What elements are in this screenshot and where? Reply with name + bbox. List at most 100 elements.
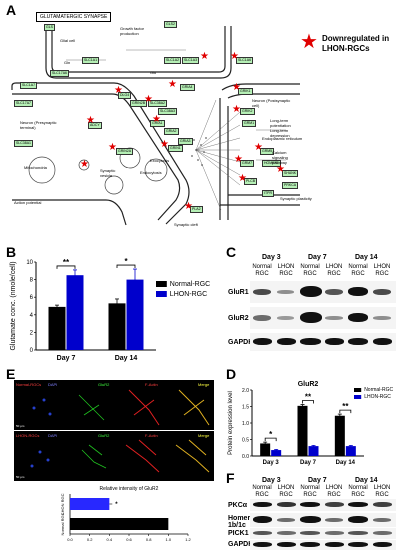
gene-box[interactable]: PLA2 <box>190 206 203 213</box>
diagram-label: Action potential <box>14 200 42 205</box>
gene-box[interactable]: GRM1 <box>242 120 257 127</box>
diagram-label: Exocytosis <box>150 158 170 163</box>
blot-row-label: GAPDH <box>228 541 254 548</box>
diagram-label: Synaptic cleft <box>174 222 198 227</box>
category-label: LHON RGC <box>60 493 65 514</box>
diagram-label: Long-term potentiation <box>270 118 291 128</box>
downregulated-star-icon: ★ <box>80 159 89 170</box>
blot-strip-glur1 <box>250 281 396 303</box>
gene-box[interactable]: PLCB <box>244 178 258 185</box>
gene-box[interactable]: SLC17A7 <box>14 100 33 107</box>
gene-box[interactable]: SHANK <box>282 170 299 177</box>
gene-box[interactable]: DLG4 <box>118 92 132 99</box>
panel-letter-e: E <box>6 366 16 382</box>
x-tick-label: 1.0 <box>166 537 172 542</box>
downregulated-star-icon: ★ <box>152 114 161 125</box>
bar <box>334 415 345 456</box>
y-tick-label: 10 <box>26 260 33 266</box>
downregulated-star-icon: ★ <box>254 142 263 153</box>
gene-box[interactable]: SLC38A2 <box>148 100 167 107</box>
category-label: Day 7 <box>300 460 317 466</box>
micrograph-lhon-factin <box>114 431 164 481</box>
day-header: Day 14 <box>355 254 378 261</box>
lane-header: LHON RGC <box>277 264 295 277</box>
micrograph-lhon-merge <box>164 431 214 481</box>
blot-strip-glur2 <box>250 307 396 329</box>
gene-box[interactable]: GRM7 <box>240 160 255 167</box>
gene-box[interactable]: GRIN1 <box>168 145 183 152</box>
y-tick-label: 2 <box>30 330 34 336</box>
gene-box[interactable]: GLS2 <box>164 21 177 28</box>
gene-box[interactable]: PRKCA <box>282 182 299 189</box>
gene-box[interactable]: GLS <box>44 24 56 31</box>
bar <box>345 446 356 456</box>
gene-box[interactable]: SLC1A3 <box>182 57 200 64</box>
gene-box[interactable]: GRIN2A <box>116 148 134 155</box>
bar <box>70 518 169 530</box>
legend-label: LHON-RGC <box>364 394 391 400</box>
gene-box[interactable]: GRIA4 <box>180 84 195 91</box>
scale-bar-label: 50 μm <box>16 475 25 479</box>
gene-box[interactable]: GRIA2 <box>164 128 179 135</box>
micrograph-normal-dapi <box>14 380 64 430</box>
column-label: F-Actin <box>145 433 158 438</box>
significance-marker: ** <box>305 393 312 402</box>
significance-bracket <box>56 265 76 269</box>
row-label-normal: Normal-RGCs <box>16 382 42 387</box>
bar <box>70 498 110 510</box>
diagram-label: Gln <box>64 60 71 65</box>
legend-swatch <box>156 281 167 287</box>
significance-bracket <box>302 400 314 404</box>
y-tick-label: 4 <box>30 313 34 319</box>
downregulated-star-icon: ★ <box>232 82 241 93</box>
bar <box>308 446 319 456</box>
gene-box[interactable]: HOMER1 <box>262 160 281 167</box>
micrograph-lhon-glur2 <box>64 431 114 481</box>
gene-box[interactable]: GRIA1 <box>150 120 165 127</box>
gene-box[interactable]: SLC17A6 <box>50 70 69 77</box>
column-label: F-Actin <box>145 382 158 387</box>
blot-strip-pkca <box>250 499 396 511</box>
gene-box[interactable]: SLC1A7 <box>20 82 38 89</box>
blot-row-label: Homer 1b/1c <box>228 515 251 529</box>
category-label: Day 3 <box>263 460 280 466</box>
gene-box[interactable]: GRIK1 <box>238 88 253 95</box>
gene-box[interactable]: SLC38A1 <box>14 140 33 147</box>
column-label: Merge <box>198 433 210 438</box>
gene-box[interactable]: ITPR <box>262 190 274 197</box>
downregulated-star-icon: ★ <box>160 139 169 150</box>
lane-header: Normal RGC <box>300 485 320 498</box>
gene-box[interactable]: SLC38A3 <box>158 108 177 115</box>
panel-letter-a: A <box>6 2 17 18</box>
diagram-label: Endoplasmic reticulum <box>262 136 303 141</box>
diagram-label: Synaptic plasticity <box>280 196 312 201</box>
gene-box[interactable]: SLC1A6 <box>236 57 254 64</box>
gene-box[interactable]: ADCY <box>88 122 102 129</box>
chart-title: GluR2 <box>298 381 319 388</box>
significance-bracket <box>264 437 277 442</box>
y-tick-label: 8 <box>30 278 34 284</box>
y-tick-label: 1.5 <box>242 405 249 411</box>
x-tick-label: 0.0 <box>67 537 73 542</box>
day-header: Day 14 <box>355 477 378 484</box>
day-header: Day 3 <box>262 254 281 261</box>
gene-box[interactable]: GRIN2B <box>130 100 148 107</box>
gene-box[interactable]: SLC1A2 <box>164 57 182 64</box>
gene-box[interactable]: GRM5 <box>260 148 275 155</box>
blot-strip-gapdh <box>250 540 396 550</box>
significance-marker: * <box>115 502 118 508</box>
legend-label: LHON-RGC <box>170 291 207 298</box>
gene-box[interactable]: SLC1A1 <box>82 57 100 64</box>
gene-box[interactable]: GRIK2 <box>240 108 255 115</box>
downregulated-star-icon: ★ <box>168 79 177 90</box>
diagram-label: Synaptic vesicle <box>100 168 116 178</box>
day-header: Day 7 <box>308 477 327 484</box>
gene-box[interactable]: GRIA3 <box>178 138 193 145</box>
lane-header: LHON RGC <box>373 264 391 277</box>
y-tick-label: 0.5 <box>242 438 249 444</box>
column-label: Merge <box>198 382 210 387</box>
column-label: DAPI <box>48 433 58 438</box>
y-axis-label: Glutamate conc. (nmole/cell) <box>10 261 17 350</box>
